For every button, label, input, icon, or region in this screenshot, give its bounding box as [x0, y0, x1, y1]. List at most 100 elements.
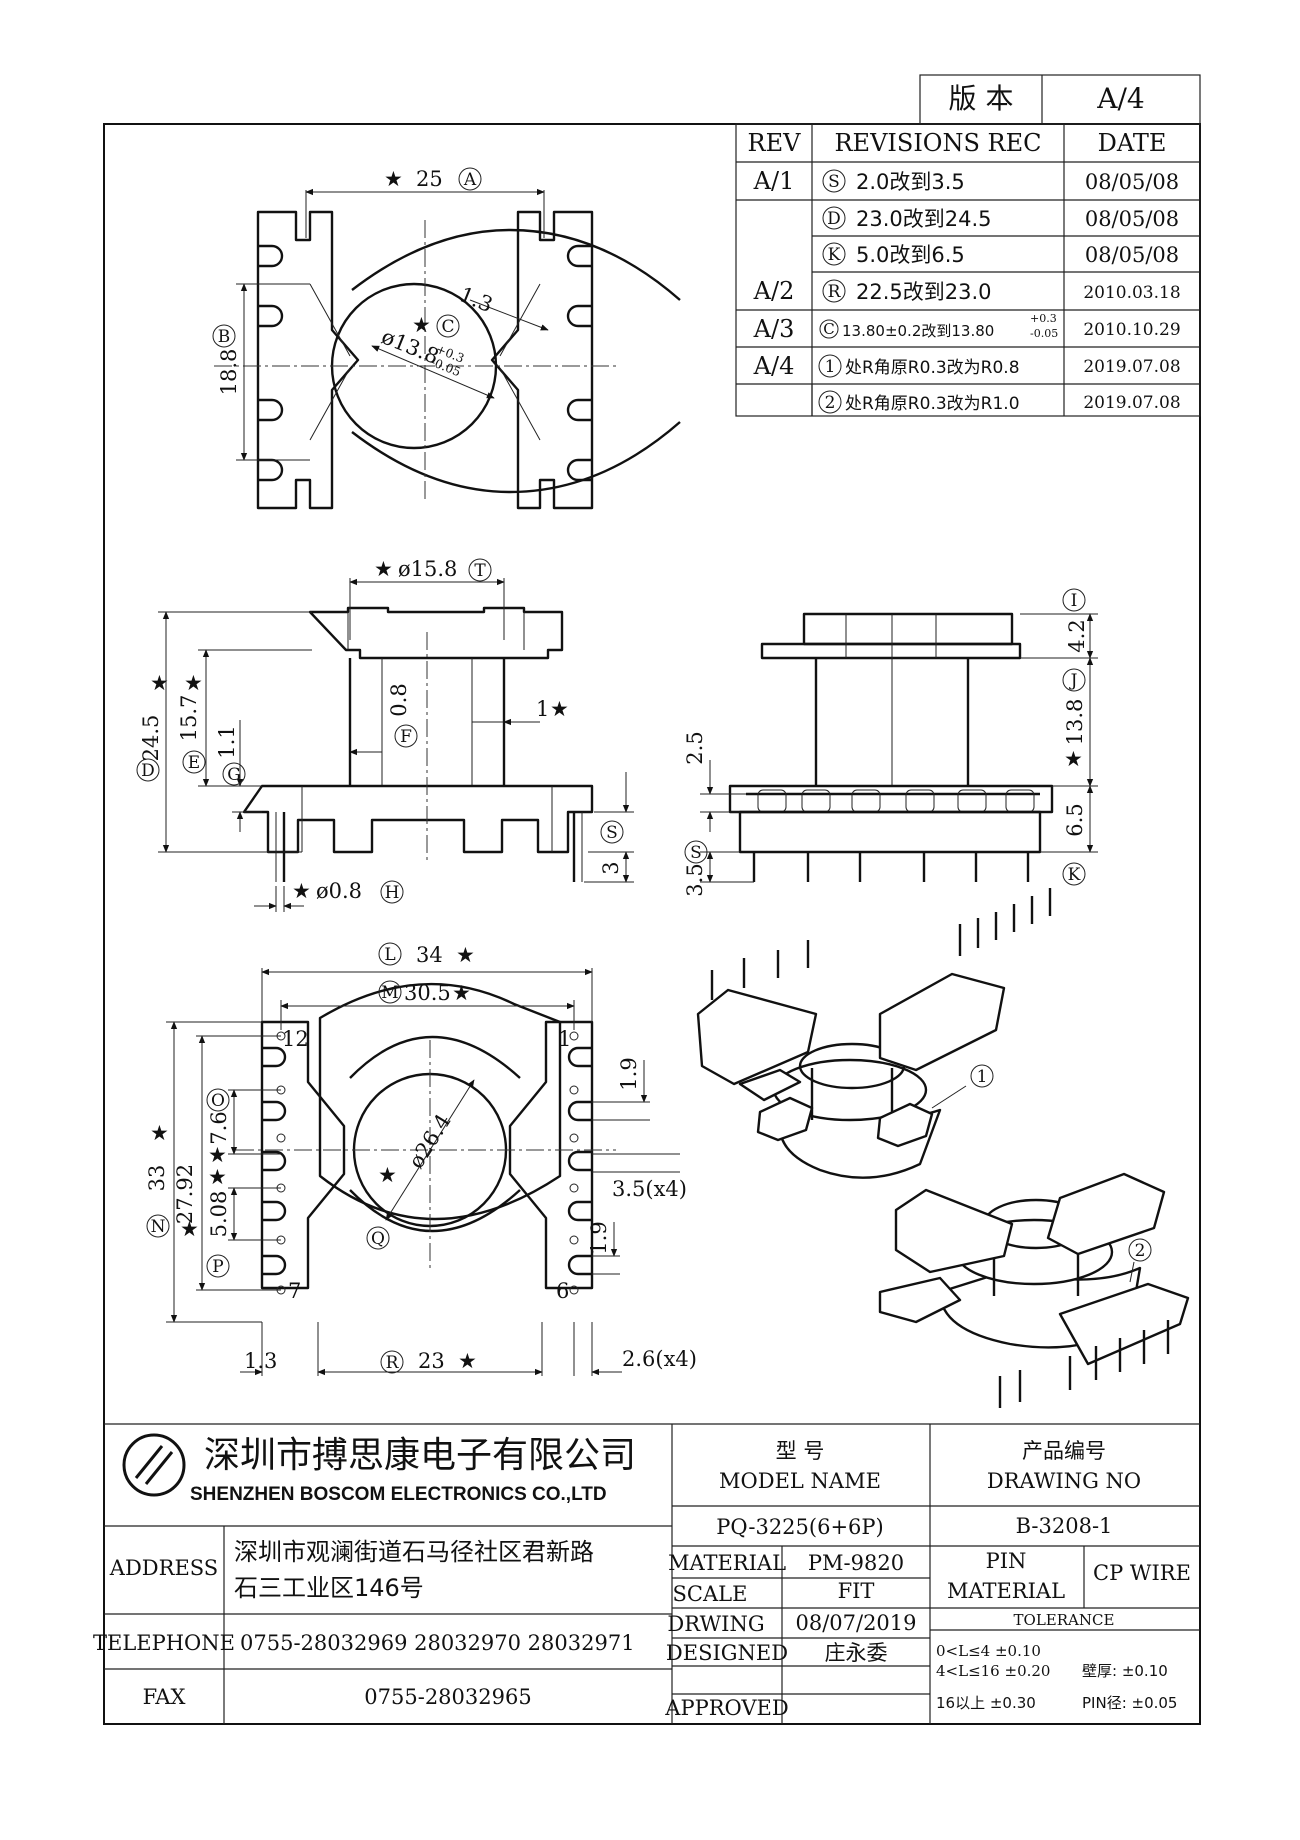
dim-1-value: 1: [536, 697, 549, 721]
dim-r-value: 23: [418, 1349, 445, 1373]
dim-3-value: 3: [599, 861, 623, 874]
company-logo: [122, 1433, 186, 1497]
dim-35x4-value: 3.5(x4): [612, 1177, 687, 1201]
designed-label: DESIGNED: [666, 1641, 788, 1665]
dim-g-value: 1.1: [215, 725, 239, 758]
rev-sym-d: D: [827, 209, 841, 229]
company-name-cn: 深圳市搏思康电子有限公司: [204, 1435, 636, 1476]
fax-value: 0755-28032965: [364, 1685, 531, 1709]
isometric-view-2: 2: [878, 1172, 1190, 1408]
rev-sym-r: R: [828, 282, 842, 302]
address-line-2: 石三工业区146号: [234, 1574, 424, 1602]
dim-l-star: ★: [456, 943, 475, 967]
address-line-1: 深圳市观澜街道石马径社区君新路: [234, 1538, 594, 1566]
dim-o-value: 7.6: [207, 1111, 231, 1144]
dim-19a-value: 1.9: [617, 1057, 641, 1090]
dim-a-value: 25: [416, 167, 443, 191]
dim-s-mark-end: S: [690, 843, 702, 863]
dim-e-mark: E: [188, 753, 200, 773]
tolerance-wall: 壁厚: ±0.10: [1082, 1662, 1168, 1680]
dim-t-star: ★: [374, 557, 393, 581]
isometric-view-1: 1: [696, 888, 1052, 1179]
tolerance-row-2: 4<L≤16 ±0.20: [936, 1662, 1050, 1680]
rev-sym-c: C: [823, 320, 834, 338]
dim-13-top: 1.3: [456, 282, 496, 317]
material-label: MATERIAL: [668, 1551, 786, 1575]
tolerance-row-1: 0<L≤4 ±0.10: [936, 1642, 1041, 1660]
dim-d-star: ★: [150, 671, 169, 695]
pin-12: 12: [282, 1027, 309, 1051]
dim-l-value: 34: [416, 943, 443, 967]
dim-p-value: 5.08: [207, 1191, 231, 1238]
dim-26-value: 2.6(x4): [622, 1347, 697, 1371]
pin-material-label: MATERIAL: [947, 1579, 1065, 1603]
dim-p-mark: P: [212, 1257, 223, 1277]
dim-t-mark: T: [474, 561, 486, 581]
rev-a2: A/2: [753, 277, 795, 305]
dim-p-star: ★: [208, 1165, 227, 1189]
pin-label: PIN: [986, 1549, 1027, 1573]
dim-m-value: 30.5: [404, 981, 451, 1005]
dim-j-mark: J: [1069, 671, 1078, 691]
rev-sym-s: S: [828, 172, 840, 192]
dim-i-mark: I: [1071, 591, 1078, 611]
dim-r-mark: R: [386, 1353, 400, 1373]
tolerance-pin: PIN径: ±0.05: [1082, 1694, 1177, 1712]
scale-value: FIT: [838, 1579, 875, 1603]
front-view: ★ ø15.8 T 24.5 ★ D 15.7 ★ E 1.1 G 0.8 F: [136, 557, 634, 912]
dim-e-star: ★: [184, 671, 203, 695]
dim-m-star: ★: [452, 981, 471, 1005]
tolerance-label: TOLERANCE: [1014, 1611, 1115, 1629]
rev-date-2: 08/05/08: [1085, 207, 1179, 231]
scale-label: SCALE: [673, 1582, 748, 1606]
dim-s-mark-front: S: [606, 823, 618, 843]
dim-a-star: ★: [384, 167, 403, 191]
iso-marker-2: 2: [1135, 1241, 1146, 1261]
drwing-value: 08/07/2019: [795, 1611, 916, 1635]
approved-label: APPROVED: [664, 1696, 788, 1720]
dim-o-star: ★: [208, 1143, 227, 1167]
dim-k-mark: K: [1068, 865, 1081, 885]
rev-text-7: 处R角原R0.3改为R1.0: [845, 394, 1020, 414]
model-en-label: MODEL NAME: [719, 1469, 881, 1493]
dim-b-mark: B: [218, 327, 231, 347]
dim-k-value: 6.5: [1063, 803, 1087, 836]
dim-2792-star: ★: [180, 1217, 199, 1241]
rev-text-6: 处R角原R0.3改为R0.8: [845, 358, 1020, 378]
title-block: 深圳市搏思康电子有限公司 SHENZHEN BOSCOM ELECTRONICS…: [93, 1423, 1200, 1724]
dim-d-mark: D: [141, 761, 155, 781]
rev-date-3: 08/05/08: [1085, 243, 1179, 267]
dim-a-mark: A: [463, 170, 477, 190]
dim-l-mark: L: [384, 945, 395, 965]
rev-a1: A/1: [753, 167, 795, 195]
drawing-en-label: DRAWING NO: [987, 1469, 1141, 1493]
dim-r-star: ★: [458, 1349, 477, 1373]
dim-h-value: ø0.8: [316, 879, 362, 903]
dim-13-bottom: 1.3: [244, 1349, 277, 1373]
dim-19b-value: 1.9: [587, 1221, 611, 1254]
dim-q-star: ★: [378, 1163, 397, 1187]
fax-label: FAX: [143, 1685, 186, 1709]
drawing-border: [103, 123, 1201, 1725]
rev-date-4: 2010.03.18: [1083, 283, 1180, 303]
address-label: ADDRESS: [109, 1556, 218, 1580]
revisions-rec-header: REVISIONS REC: [834, 129, 1041, 157]
iso-marker-1: 1: [977, 1067, 988, 1087]
version-label: 版 本: [949, 82, 1014, 115]
rev-date-7: 2019.07.08: [1083, 393, 1180, 413]
dim-d-value: 24.5: [139, 715, 163, 762]
pin-7: 7: [288, 1279, 301, 1303]
rev-text-1: 2.0改到3.5: [856, 170, 965, 194]
rev-date-5: 2010.10.29: [1083, 320, 1180, 340]
designed-value: 庄永委: [825, 1641, 888, 1665]
dim-25-value: 2.5: [683, 731, 707, 764]
rev-sym-k: K: [828, 245, 841, 265]
pin-value: CP WIRE: [1093, 1561, 1191, 1585]
rev-tol-plus: +0.3: [1030, 312, 1057, 325]
version-value: A/4: [1096, 82, 1144, 115]
dim-q-value: ø26.4: [404, 1110, 456, 1173]
dim-i-value: 4.2: [1065, 619, 1089, 652]
dim-t-value: ø15.8: [398, 557, 457, 581]
rev-tol-minus: -0.05: [1030, 327, 1058, 340]
